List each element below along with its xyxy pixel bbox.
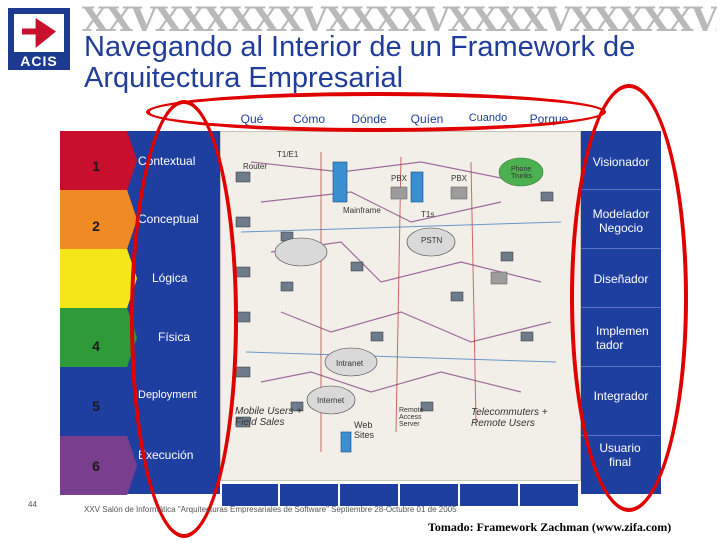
network-sketch	[235, 152, 562, 453]
row-arrow-1	[115, 131, 137, 190]
row-arrow-5	[115, 377, 137, 436]
logo-text: ACIS	[20, 53, 58, 69]
diagram-label-router: Router	[243, 162, 268, 171]
diagram-label-mobile: Mobile Users + Field Sales	[235, 406, 302, 428]
page-title: Navegando al Interior de un Framework de…	[84, 31, 636, 94]
diagram-label-internet: Internet	[317, 396, 345, 405]
row-number-4: 4	[92, 338, 100, 354]
diagram-label-remote: Remote Access Server	[399, 407, 424, 428]
diagram-label-intranet: Intranet	[336, 359, 364, 368]
row-number-2: 2	[92, 218, 100, 234]
footer-cell-como	[280, 484, 338, 506]
diagram-label-pbx-1: PBX	[391, 174, 408, 183]
highlight-oval-right	[570, 84, 688, 512]
diagram-label-web: Web Sites	[354, 420, 375, 440]
row-conceptual	[60, 190, 122, 249]
diagram-label-t1: T1/E1	[277, 150, 299, 159]
diagram-label-tis: T1s	[421, 210, 435, 219]
diagram-label-pbx-2: PBX	[451, 174, 468, 183]
row-number-6: 6	[92, 458, 100, 474]
acis-logo: ACIS	[8, 8, 70, 70]
row-arrow-6	[115, 436, 137, 495]
footer-cell-cuando	[460, 484, 518, 506]
row-execucion	[60, 436, 122, 495]
diagram-label-telecommuters: Telecommuters + Remote Users	[471, 407, 548, 429]
row-fisica	[60, 308, 122, 367]
network-diagram: T1/E1 Router PBX PBX T1s PSTN Mainframe …	[220, 131, 581, 481]
source-credit: Tomado: Framework Zachman (www.zifa.com)	[428, 520, 672, 534]
footer-cell-quien	[400, 484, 458, 506]
footer-cell-donde	[340, 484, 398, 506]
footer-cell-que	[222, 484, 278, 506]
footer-event-text: XXV Salón de Informática "Arquitecturas …	[84, 505, 457, 514]
row-contextual	[60, 131, 122, 190]
highlight-oval-columns	[146, 92, 606, 132]
diagram-label-phone: Phone Trunks	[511, 166, 533, 180]
page-number: 44	[28, 500, 37, 509]
logo-mark-icon	[14, 14, 64, 52]
row-arrow-2	[115, 190, 137, 249]
diagram-label-mainframe: Mainframe	[343, 206, 381, 215]
row-logica	[60, 249, 122, 308]
conference-banner: XXVXXXXXXVXXXXVXXXXVXXXXXVXXXXVXXXXV	[82, 2, 717, 38]
highlight-oval-left	[130, 100, 238, 538]
row-deployment	[60, 377, 122, 436]
row-number-1: 1	[92, 158, 100, 174]
arrow-icon	[22, 18, 56, 48]
row-number-5: 5	[92, 398, 100, 414]
footer-cell-porque	[520, 484, 578, 506]
diagram-label-pstn: PSTN	[421, 236, 443, 245]
